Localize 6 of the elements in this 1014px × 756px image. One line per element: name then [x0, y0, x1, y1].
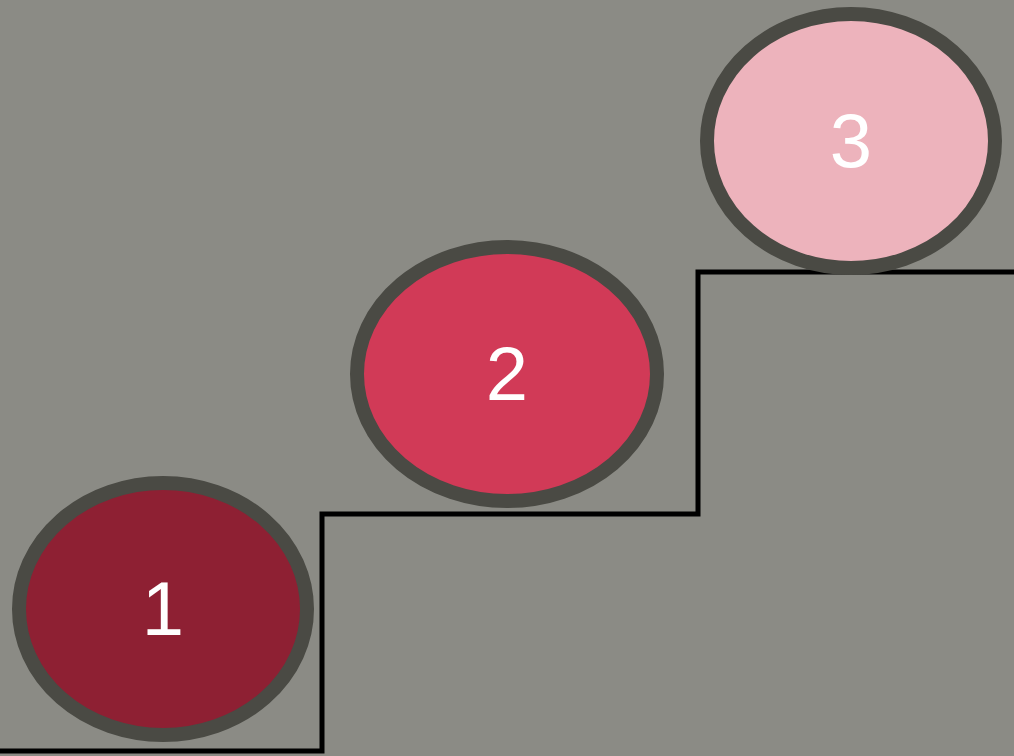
step-number: 3 — [828, 103, 874, 179]
step-circle — [12, 476, 314, 742]
step-number: 1 — [140, 571, 186, 647]
step-circle — [350, 240, 664, 508]
step-number: 2 — [484, 336, 530, 412]
step-circle — [700, 7, 1002, 275]
